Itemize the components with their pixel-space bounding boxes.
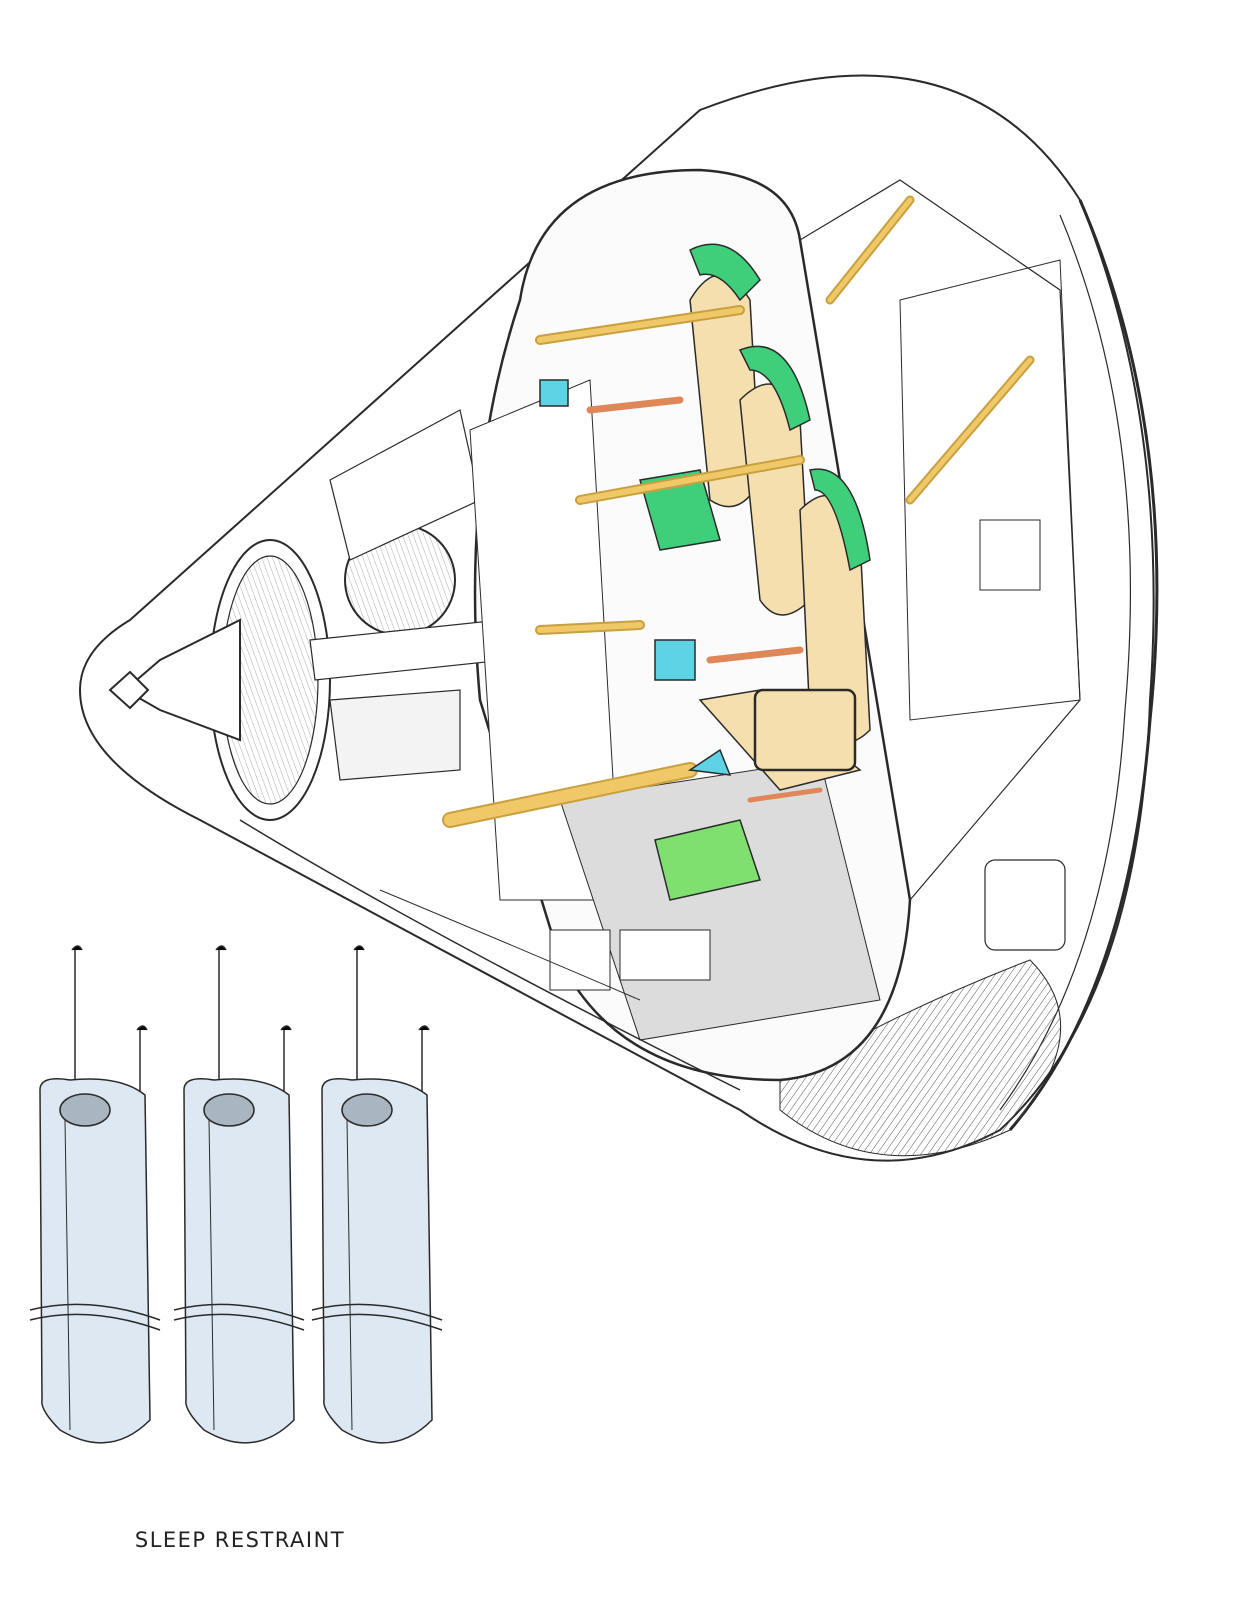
sleep-restraint-bag [29,945,161,1444]
seat-frame-green [654,819,761,901]
crew-couches [442,195,1035,901]
control-cyan-part [687,748,732,776]
control-cyan-part [539,379,569,407]
sleep-restraints [29,945,443,1444]
sleep-restraint-bag [173,945,305,1444]
actuator [706,646,804,664]
sleep-restraint-bag [311,945,443,1444]
sleep-restraint-caption: SLEEP RESTRAINT [134,1528,346,1552]
seat-frame-green [689,243,761,302]
aft-bulkhead-shadow [779,959,1061,1157]
heat-shield-rim [1008,199,1159,1131]
command-module [78,74,1159,1162]
seat-frame-green [738,345,811,432]
docking-probe [123,618,241,742]
control-cyan-part [654,639,696,681]
seat-frame-green [809,468,871,572]
actuator [747,787,823,803]
display-frame [753,688,857,772]
actuator [586,396,684,414]
